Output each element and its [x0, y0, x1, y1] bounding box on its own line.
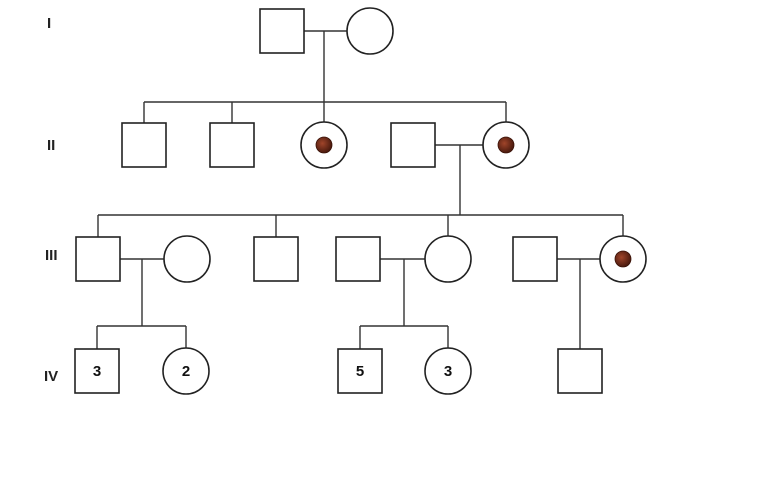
sibling-count: 3 [444, 363, 452, 380]
pedigree-individuals: 3 2 5 3 [74, 7, 647, 395]
carrier-dot [315, 136, 333, 154]
sibling-count: 5 [356, 363, 364, 380]
individual-III-2 [163, 235, 211, 283]
affected-male-square [253, 236, 299, 282]
male-square [75, 236, 121, 282]
sibling-count: 3 [93, 363, 101, 380]
male-square [209, 122, 255, 168]
female-circle [346, 7, 394, 55]
individual-III-1 [75, 236, 121, 282]
male-square [121, 122, 167, 168]
individual-II-4 [390, 122, 436, 168]
generation-label-3: III [45, 247, 58, 264]
individual-II-1 [121, 122, 167, 168]
affected-male-square [259, 8, 305, 54]
individual-IV-3: 5 [337, 348, 383, 394]
individual-III-5 [424, 235, 472, 283]
individual-III-7 [599, 235, 647, 283]
individual-IV-4: 3 [424, 347, 472, 395]
individual-II-2 [209, 122, 255, 168]
individual-II-5 [482, 121, 530, 169]
generation-label-2: II [47, 137, 55, 154]
individual-II-3 [300, 121, 348, 169]
pedigree-lines [96, 30, 624, 349]
male-square [337, 348, 383, 394]
affected-male-square [557, 348, 603, 394]
male-square [390, 122, 436, 168]
female-circle [163, 235, 211, 283]
individual-IV-1: 3 [74, 348, 120, 394]
individual-IV-2: 2 [162, 347, 210, 395]
generation-label-4: IV [44, 368, 58, 385]
male-square [335, 236, 381, 282]
female-circle [424, 347, 472, 395]
individual-IV-5 [557, 348, 603, 394]
individual-III-6 [512, 236, 558, 282]
male-square [74, 348, 120, 394]
carrier-dot [497, 136, 515, 154]
generation-label-1: I [47, 15, 51, 32]
carrier-dot [614, 250, 632, 268]
female-circle [424, 235, 472, 283]
individual-III-3 [253, 236, 299, 282]
individual-III-4 [335, 236, 381, 282]
individual-I-2 [346, 7, 394, 55]
individual-I-1 [259, 8, 305, 54]
male-square [512, 236, 558, 282]
female-circle [162, 347, 210, 395]
sibling-count: 2 [182, 363, 190, 380]
